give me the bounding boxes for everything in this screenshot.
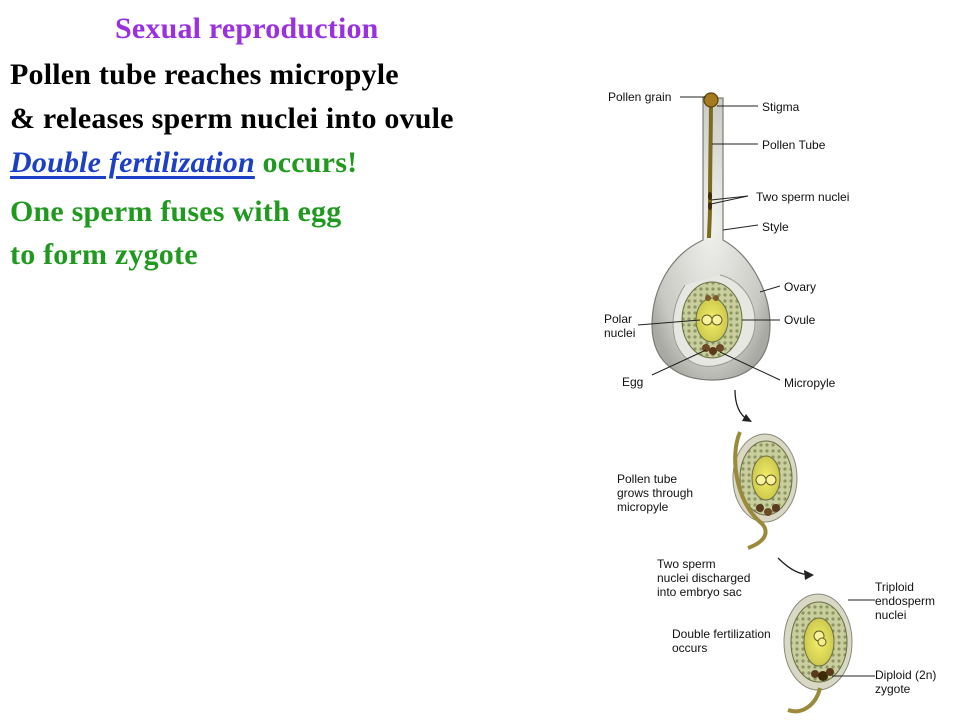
label-pollen-tube: Pollen Tube (762, 138, 826, 152)
label-micropyle: Micropyle (784, 376, 836, 390)
label-pollen-grain: Pollen grain (608, 90, 672, 104)
text-line-3: Double fertilization occurs! (10, 146, 357, 180)
label-two-sperm-discharged: Two sperm nuclei discharged into embryo … (657, 557, 751, 599)
label-two-sperm-nuclei: Two sperm nuclei (756, 190, 850, 204)
label-triploid-endosperm: Triploid endosperm nuclei (875, 580, 936, 622)
fertilization-diagram: Pollen grain Stigma Pollen Tube Two sper… (590, 70, 960, 720)
label-ovary: Ovary (784, 280, 817, 294)
label-ovule: Ovule (784, 313, 816, 327)
leader-lines-top (637, 96, 781, 381)
double-fertilization-link[interactable]: Double fertilization (10, 146, 255, 179)
text-line-3-rest: occurs! (254, 146, 358, 179)
label-polar-nuclei: Polar nuclei (604, 312, 636, 340)
slide-title: Sexual reproduction (115, 12, 379, 45)
text-line-4: One sperm fuses with egg (10, 195, 342, 228)
diagram-artwork (637, 92, 875, 714)
label-style: Style (762, 220, 789, 234)
label-double-fertilization: Double fertilization occurs (672, 627, 771, 655)
label-pollen-tube-grows: Pollen tube grows through micropyle (617, 472, 694, 514)
slide-text: Sexual reproduction Pollen tube reaches … (0, 0, 590, 300)
label-stigma: Stigma (762, 100, 800, 114)
leader-lines-bottom (832, 599, 875, 677)
label-egg: Egg (622, 375, 644, 389)
ovule-middle-drawing (732, 431, 798, 550)
pistil-drawing (651, 92, 771, 381)
text-line-1: Pollen tube reaches micropyle (10, 58, 399, 91)
text-line-5: to form zygote (10, 238, 198, 271)
ovule-bottom-drawing (783, 593, 853, 714)
text-line-2: & releases sperm nuclei into ovule (10, 102, 454, 135)
label-diploid-zygote: Diploid (2n) zygote (875, 668, 937, 696)
